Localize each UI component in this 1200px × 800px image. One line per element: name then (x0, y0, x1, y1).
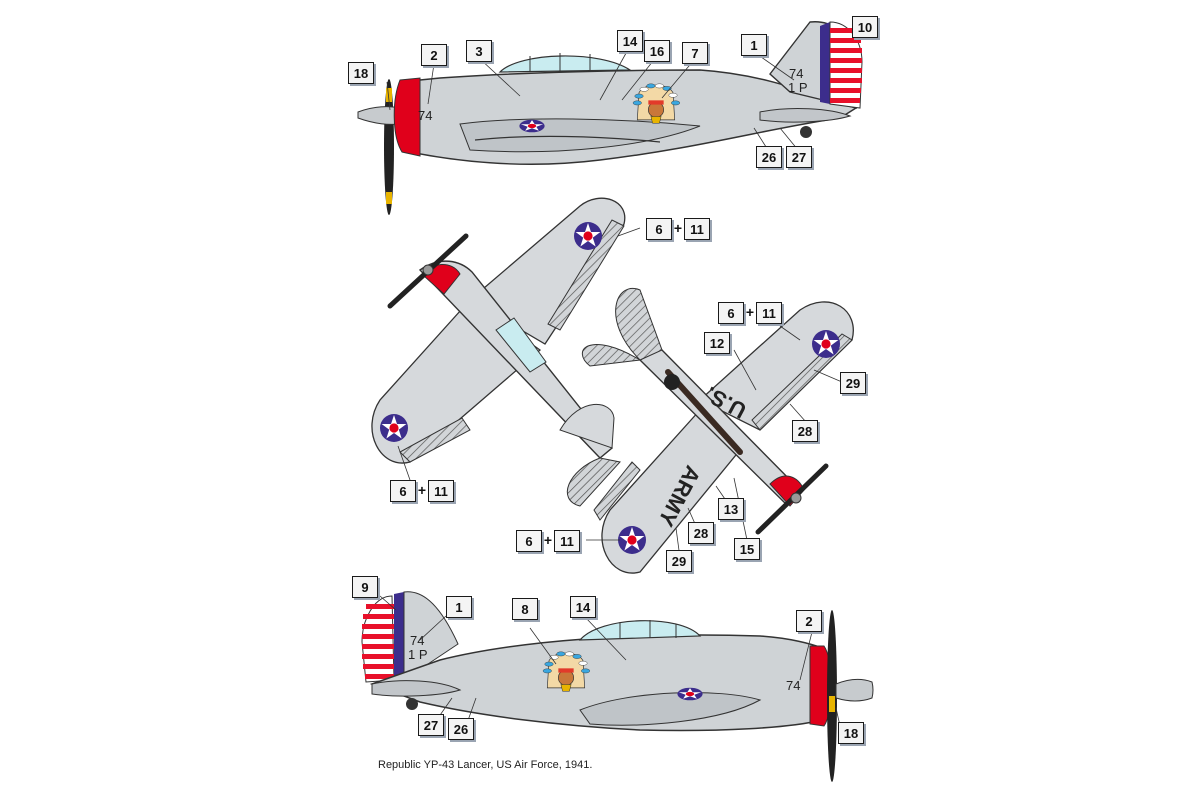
callout-15: 15 (734, 538, 760, 560)
callout-6: 6 (718, 302, 744, 324)
callout-29: 29 (666, 550, 692, 572)
callout-2: 2 (421, 44, 447, 66)
callout-11: 11 (554, 530, 580, 552)
propeller-icon (755, 463, 829, 535)
callout-18: 18 (348, 62, 374, 84)
star-insignia-icon (574, 222, 602, 250)
star-insignia-icon (812, 330, 840, 358)
callout-26: 26 (756, 146, 782, 168)
callout-9: 9 (352, 576, 378, 598)
callout-plus: + (673, 220, 683, 236)
tail-code-letters: 1 P (788, 80, 808, 95)
callout-28: 28 (792, 420, 818, 442)
fuselage-number: 74 (418, 108, 432, 123)
tail-code-number: 74 (410, 633, 424, 648)
fuselage-number: 74 (786, 678, 800, 693)
callout-29: 29 (840, 372, 866, 394)
star-insignia-icon (618, 526, 646, 554)
callout-7: 7 (682, 42, 708, 64)
star-insignia-icon (380, 414, 408, 442)
callout-6: 6 (646, 218, 672, 240)
callout-1: 1 (446, 596, 472, 618)
callout-plus: + (543, 532, 553, 548)
right-profile-view: 74 74 1 P (361, 591, 874, 782)
callout-2: 2 (796, 610, 822, 632)
callout-3: 3 (466, 40, 492, 62)
callout-plus: + (745, 304, 755, 320)
left-profile-view: 74 74 1 P (357, 21, 863, 215)
callout-6: 6 (516, 530, 542, 552)
top-plan-view (371, 197, 641, 507)
rudder-stripes (361, 592, 404, 683)
callout-plus: + (417, 482, 427, 498)
callout-1: 1 (741, 34, 767, 56)
callout-11: 11 (428, 480, 454, 502)
callout-26: 26 (448, 718, 474, 740)
callout-8: 8 (512, 598, 538, 620)
callout-14: 14 (570, 596, 596, 618)
callout-27: 27 (418, 714, 444, 736)
figure-caption: Republic YP-43 Lancer, US Air Force, 194… (378, 759, 593, 771)
propeller-icon (357, 79, 401, 215)
rudder-stripes (820, 21, 863, 109)
tail-code-letters: 1 P (408, 647, 428, 662)
callout-14: 14 (617, 30, 643, 52)
callout-18: 18 (838, 722, 864, 744)
propeller-icon (387, 233, 469, 309)
callout-16: 16 (644, 40, 670, 62)
propeller-icon (827, 610, 874, 782)
callout-11: 11 (756, 302, 782, 324)
callout-11: 11 (684, 218, 710, 240)
callout-27: 27 (786, 146, 812, 168)
tail-code-number: 74 (789, 66, 803, 81)
underside-plan-view: U.S. ARMY (581, 288, 854, 574)
callout-10: 10 (852, 16, 878, 38)
callout-28: 28 (688, 522, 714, 544)
callout-6: 6 (390, 480, 416, 502)
callout-13: 13 (718, 498, 744, 520)
callout-12: 12 (704, 332, 730, 354)
